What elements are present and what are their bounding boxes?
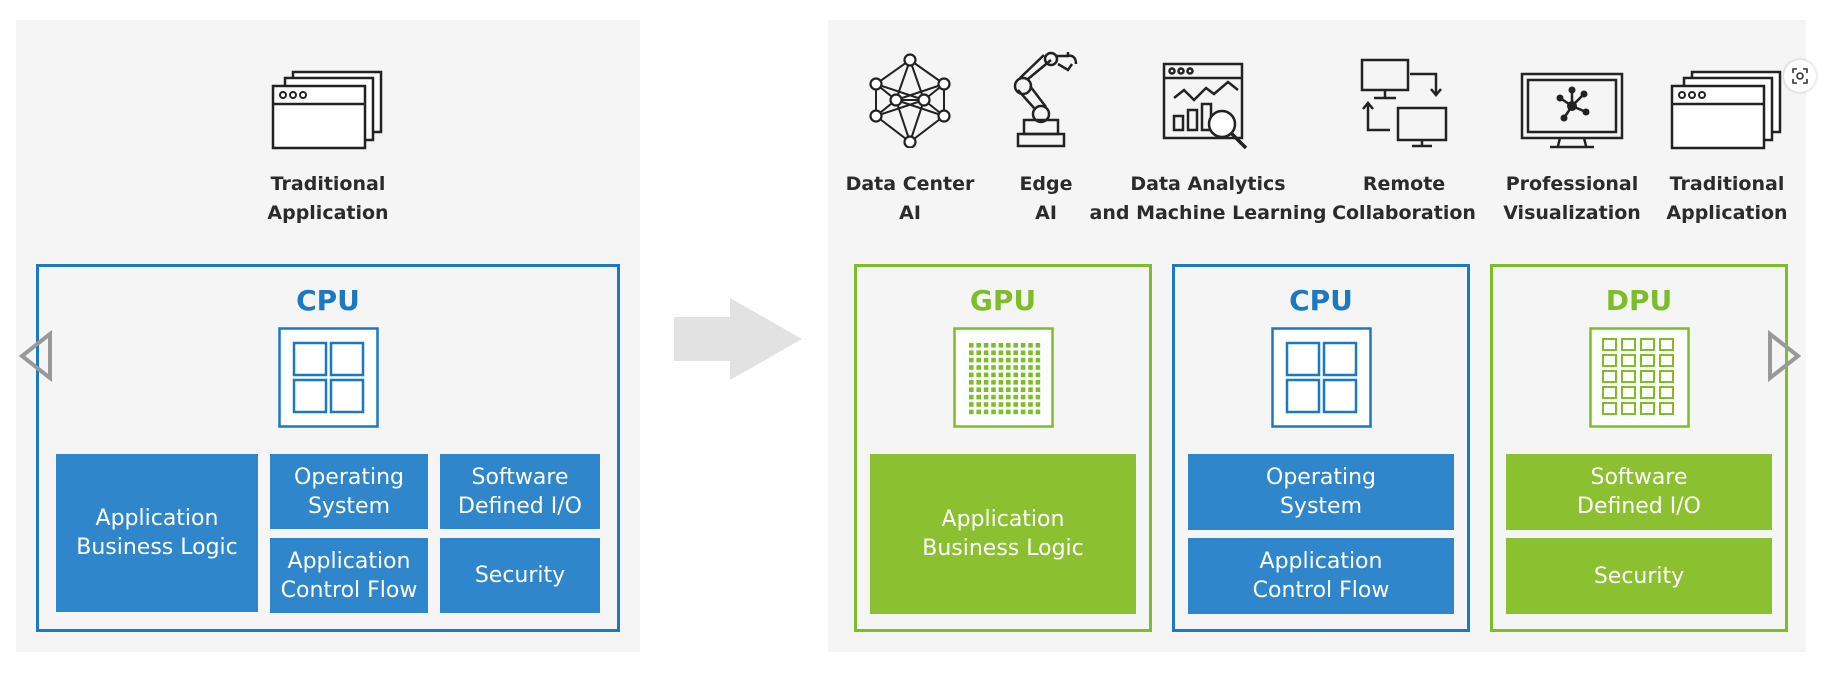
- data-center-ai-label: Data Center AI: [845, 173, 975, 224]
- app-windows-icon: [1670, 70, 1782, 150]
- transition-arrow: [674, 298, 802, 380]
- remote-collaboration-label: Remote Collaboration: [1332, 173, 1476, 224]
- dpu-chip-icon: [1589, 327, 1690, 428]
- robot-arm-icon: [1013, 51, 1078, 148]
- remote-collaboration-icon: [1360, 58, 1448, 148]
- visual-search-button[interactable]: [1784, 60, 1816, 92]
- left-security-block: Security: [440, 538, 600, 613]
- left-cpu-box: [36, 264, 620, 632]
- dpu-box: [1490, 264, 1788, 632]
- dpu-security-block: Security: [1506, 538, 1772, 614]
- right-cpu-box: [1172, 264, 1470, 632]
- cpu-chip-icon: [278, 327, 379, 428]
- visual-search-icon: [1792, 68, 1808, 84]
- right-cpu-title: CPU: [1289, 284, 1353, 317]
- professional-visualization-label: Professional Visualization: [1503, 173, 1641, 224]
- next-arrow-icon[interactable]: [1764, 330, 1804, 382]
- data-analytics-label: Data Analytics and Machine Learning: [1089, 173, 1327, 224]
- analytics-icon: [1162, 62, 1248, 150]
- right-operating-system-block: Operating System: [1188, 454, 1454, 530]
- left-control-flow-block: Application Control Flow: [270, 538, 428, 613]
- dpu-sdio-block: Software Defined I/O: [1506, 454, 1772, 530]
- left-operating-system-block: Operating System: [270, 454, 428, 529]
- gpu-business-logic-block: Application Business Logic: [870, 454, 1136, 614]
- traditional-application-label: Traditional Application: [267, 173, 389, 224]
- previous-arrow-icon[interactable]: [16, 330, 56, 382]
- left-cpu-title: CPU: [296, 284, 360, 317]
- gpu-chip-icon: [953, 327, 1054, 428]
- left-business-logic-block: Application Business Logic: [56, 454, 258, 612]
- left-sdio-block: Software Defined I/O: [440, 454, 600, 529]
- traditional-application-label-right: Traditional Application: [1666, 173, 1788, 224]
- cpu-chip-icon: [1271, 327, 1372, 428]
- visualization-monitor-icon: [1520, 72, 1624, 149]
- app-windows-icon: [271, 70, 383, 150]
- dpu-title: DPU: [1605, 284, 1673, 317]
- neural-network-icon: [869, 53, 951, 148]
- gpu-box: [854, 264, 1152, 632]
- gpu-title: GPU: [969, 284, 1037, 317]
- right-control-flow-block: Application Control Flow: [1188, 538, 1454, 614]
- edge-ai-label: Edge AI: [1019, 173, 1073, 224]
